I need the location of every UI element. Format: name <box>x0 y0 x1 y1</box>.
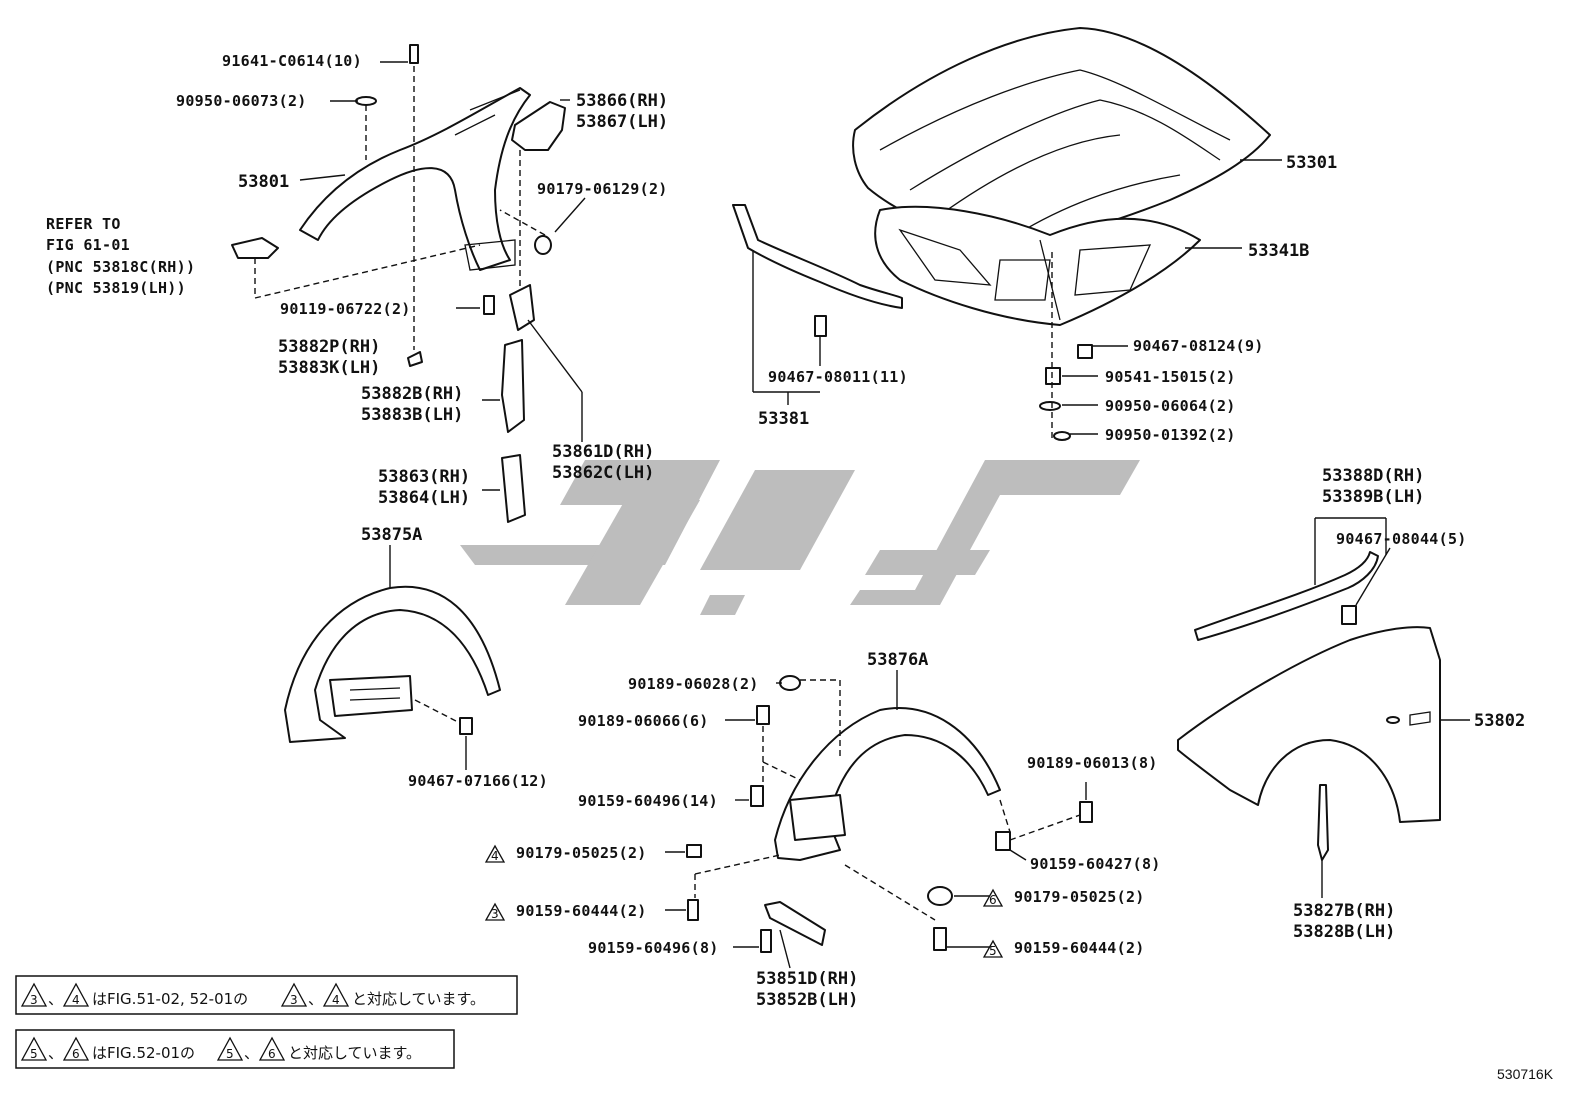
label-53862c: 53862C(LH) <box>552 463 654 483</box>
label-90467-07166: 90467-07166(12) <box>408 772 548 790</box>
label-90119-06722: 90119-06722(2) <box>280 300 411 318</box>
watermark-logo <box>460 460 1140 615</box>
refer-to-line4: (PNC 53819(LH)) <box>46 279 186 297</box>
svg-text:、: 、 <box>48 1044 63 1062</box>
label-53828b: 53828B(LH) <box>1293 922 1395 942</box>
label-53861d: 53861D(RH) <box>552 442 654 462</box>
label-53883k: 53883K(LH) <box>278 358 380 378</box>
svg-text:と対応しています。: と対応しています。 <box>352 990 485 1008</box>
svg-text:、: 、 <box>244 1044 259 1062</box>
svg-text:6: 6 <box>989 893 997 907</box>
label-53802: 53802 <box>1474 711 1525 731</box>
svg-text:6: 6 <box>268 1047 276 1061</box>
label-90950-01392: 90950-01392(2) <box>1105 426 1236 444</box>
callout-markers: 4 3 6 5 <box>484 844 1004 958</box>
clip-part <box>231 237 279 259</box>
svg-text:3: 3 <box>491 907 499 921</box>
label-90467-08124: 90467-08124(9) <box>1133 337 1264 355</box>
label-90467-08011: 90467-08011(11) <box>768 368 908 386</box>
label-53875a: 53875A <box>361 525 422 545</box>
label-53852b: 53852B(LH) <box>756 990 858 1010</box>
label-53876a: 53876A <box>867 650 928 670</box>
label-53801: 53801 <box>238 172 289 192</box>
fender-liner-53875a <box>284 585 501 743</box>
label-53827b: 53827B(RH) <box>1293 901 1395 921</box>
svg-text:、: 、 <box>308 990 323 1008</box>
bracket-53866 <box>511 101 566 151</box>
label-91641-c0614: 91641-C0614(10) <box>222 52 362 70</box>
label-53341b: 53341B <box>1248 241 1309 261</box>
svg-text:4: 4 <box>332 993 340 1007</box>
label-90159-60496-14: 90159-60496(14) <box>578 792 718 810</box>
hood-inner-53341b <box>874 205 1201 326</box>
label-90189-06013: 90189-06013(8) <box>1027 754 1158 772</box>
seal-53851d <box>764 901 826 946</box>
seal-53863 <box>501 454 526 523</box>
svg-text:6: 6 <box>72 1047 80 1061</box>
label-53301: 53301 <box>1286 153 1337 173</box>
label-90467-08044: 90467-08044(5) <box>1336 530 1467 548</box>
label-90189-06028: 90189-06028(2) <box>628 675 759 693</box>
label-53851d: 53851D(RH) <box>756 969 858 989</box>
note-2: 5 、 6 はFIG.52-01の 5 、 6 と対応しています。 <box>15 1029 455 1069</box>
label-53882b: 53882B(RH) <box>361 384 463 404</box>
label-90179-05025-left: 90179-05025(2) <box>516 844 647 862</box>
label-53381: 53381 <box>758 409 809 429</box>
fasteners <box>355 44 1357 953</box>
refer-to-line2: FIG 61-01 <box>46 236 130 254</box>
hood-seal-53381 <box>732 204 903 309</box>
svg-text:5: 5 <box>989 944 997 958</box>
fender-53802 <box>1177 626 1441 823</box>
seal-53388d <box>1194 551 1379 641</box>
label-90541-15015: 90541-15015(2) <box>1105 368 1236 386</box>
label-90179-05025-right: 90179-05025(2) <box>1014 888 1145 906</box>
label-53863: 53863(RH) <box>378 467 470 487</box>
refer-to-line3: (PNC 53818C(RH)) <box>46 258 195 276</box>
part-labels: 91641-C0614(10) 90950-06073(2) 53866(RH)… <box>46 52 1525 1010</box>
svg-text:と対応しています。: と対応しています。 <box>288 1044 421 1062</box>
svg-text:はFIG.52-01の: はFIG.52-01の <box>92 1044 195 1062</box>
label-90159-60427: 90159-60427(8) <box>1030 855 1161 873</box>
label-90159-60496-8: 90159-60496(8) <box>588 939 719 957</box>
label-90159-60444-right: 90159-60444(2) <box>1014 939 1145 957</box>
label-90950-06073: 90950-06073(2) <box>176 92 307 110</box>
label-90159-60444-left: 90159-60444(2) <box>516 902 647 920</box>
label-53388d: 53388D(RH) <box>1322 466 1424 486</box>
diagram-id: 530716K <box>1497 1066 1554 1082</box>
svg-text:5: 5 <box>30 1047 38 1061</box>
label-53864: 53864(LH) <box>378 488 470 508</box>
cushion-53861d <box>509 284 535 331</box>
seal-53882b <box>501 339 525 433</box>
svg-text:はFIG.51-02, 52-01の: はFIG.51-02, 52-01の <box>92 990 248 1008</box>
label-53867: 53867(LH) <box>576 112 668 132</box>
svg-text:、: 、 <box>48 990 63 1008</box>
svg-text:5: 5 <box>226 1047 234 1061</box>
svg-text:4: 4 <box>72 993 80 1007</box>
label-90950-06064: 90950-06064(2) <box>1105 397 1236 415</box>
fender-liner-53876a <box>774 707 1001 861</box>
leader-lines <box>254 61 1470 969</box>
label-53866: 53866(RH) <box>576 91 668 111</box>
note-1: 3 、 4 はFIG.51-02, 52-01の 3 、 4 と対応しています。 <box>15 975 518 1015</box>
front-apron-53801 <box>299 87 531 271</box>
label-90189-06066: 90189-06066(6) <box>578 712 709 730</box>
svg-text:4: 4 <box>491 849 499 863</box>
svg-text:3: 3 <box>290 993 298 1007</box>
label-90179-06129: 90179-06129(2) <box>537 180 668 198</box>
svg-text:3: 3 <box>30 993 38 1007</box>
label-53389b: 53389B(LH) <box>1322 487 1424 507</box>
label-53882p: 53882P(RH) <box>278 337 380 357</box>
seal-53827b <box>1317 784 1329 861</box>
label-53883b: 53883B(LH) <box>361 405 463 425</box>
refer-to-line1: REFER TO <box>46 215 121 233</box>
